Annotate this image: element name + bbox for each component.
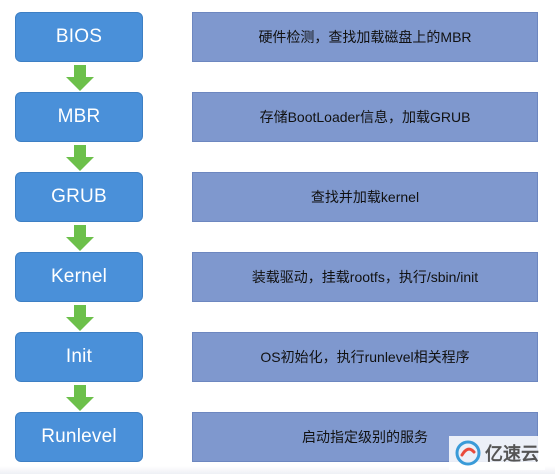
step-label: MBR	[57, 106, 101, 127]
desc-mbr: 存储BootLoader信息，加载GRUB	[192, 92, 538, 142]
down-arrow-icon	[66, 65, 94, 93]
desc-kernel: 装载驱动，挂载rootfs，执行/sbin/init	[192, 252, 538, 302]
step-runlevel: Runlevel	[15, 412, 143, 462]
step-kernel: Kernel	[15, 252, 143, 302]
step-bios: BIOS	[15, 12, 143, 62]
desc-grub: 查找并加载kernel	[192, 172, 538, 222]
desc-label: 存储BootLoader信息，加载GRUB	[259, 109, 471, 125]
step-label: Init	[65, 346, 93, 367]
down-arrow-icon	[66, 305, 94, 333]
step-grub: GRUB	[15, 172, 143, 222]
desc-label: 装载驱动，挂载rootfs，执行/sbin/init	[251, 269, 479, 285]
down-arrow-icon	[66, 385, 94, 413]
yisu-logo-icon	[455, 440, 481, 466]
step-label: BIOS	[55, 26, 103, 47]
desc-label: OS初始化，执行runlevel相关程序	[260, 349, 470, 365]
desc-label: 启动指定级别的服务	[302, 429, 428, 445]
desc-label: 查找并加载kernel	[310, 189, 420, 205]
step-label: Kernel	[50, 266, 108, 287]
down-arrow-icon	[66, 145, 94, 173]
watermark-text: 亿速云	[485, 444, 539, 465]
desc-bios: 硬件检测，查找加载磁盘上的MBR	[192, 12, 538, 62]
step-init: Init	[15, 332, 143, 382]
desc-label: 硬件检测，查找加载磁盘上的MBR	[258, 29, 472, 45]
desc-init: OS初始化，执行runlevel相关程序	[192, 332, 538, 382]
down-arrow-icon	[66, 225, 94, 253]
step-label: GRUB	[51, 186, 107, 207]
step-label: Runlevel	[41, 426, 117, 447]
step-mbr: MBR	[15, 92, 143, 142]
bottom-fade	[0, 466, 555, 474]
watermark-logo: 亿速云	[449, 436, 545, 470]
